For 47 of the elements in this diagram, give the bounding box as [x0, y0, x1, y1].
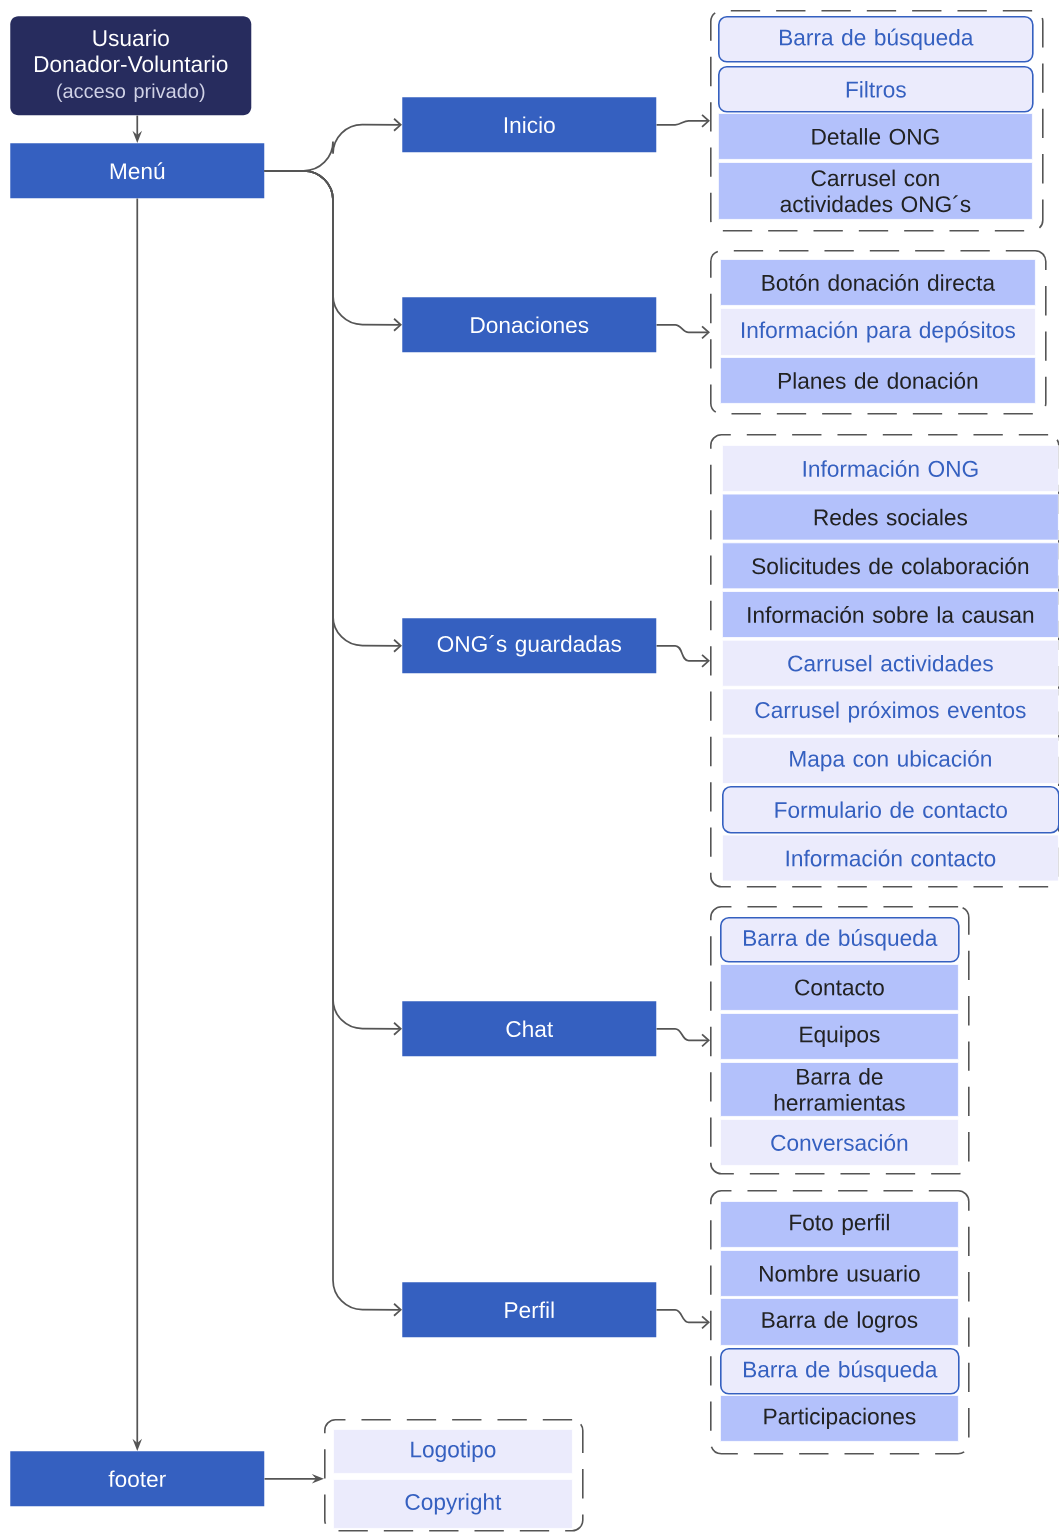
dashed-group-frame [710, 250, 1047, 415]
arrow [655, 1308, 710, 1330]
item-box: Información contacto [722, 834, 1059, 882]
section-box: Inicio [402, 97, 657, 153]
outlined-item-box: Barra de búsqueda [720, 1348, 960, 1395]
item-box: Participaciones [720, 1395, 959, 1442]
dashed-group-frame [710, 906, 970, 1175]
section-box: Chat [402, 1001, 657, 1057]
outlined-item-box: Formulario de contacto [722, 785, 1059, 834]
item-box: Conversación [720, 1119, 959, 1166]
item-box: Copyright [333, 1479, 573, 1529]
outlined-item-box: Barra de búsqueda [720, 917, 960, 963]
item-box: Carrusel con actividades ONG´s [718, 162, 1033, 220]
arrow [655, 1027, 710, 1048]
dashed-group-frame [324, 1419, 584, 1532]
arrow [655, 323, 710, 340]
item-box: Detalle ONG [718, 113, 1033, 160]
item-box: Información para depósitos [720, 308, 1036, 356]
item-box: Contacto [720, 964, 959, 1011]
outlined-item-box: Filtros [718, 66, 1034, 113]
item-box: Carrusel actividades [722, 639, 1059, 687]
arrow [655, 644, 710, 668]
item-box: Información ONG [722, 445, 1059, 492]
item-box: Información sobre la causan [722, 591, 1059, 638]
item-box: Botón donación directa [720, 259, 1036, 306]
item-box: Barra de herramientas [720, 1062, 959, 1117]
outlined-item-box: Barra de búsqueda [718, 16, 1034, 63]
item-box: Mapa con ubicación [722, 737, 1059, 784]
section-box: Donaciones [402, 297, 657, 353]
item-box: Carrusel próximos eventos [722, 688, 1059, 736]
item-box: Planes de donación [720, 357, 1036, 404]
item-box: Solicitudes de colaboración [722, 542, 1059, 590]
dashed-group-frame [710, 10, 1044, 232]
item-box: Foto perfil [720, 1201, 959, 1248]
section-box: ONG´s guardadas [402, 618, 657, 674]
section-box: footer [10, 1451, 265, 1507]
user-box: Usuario Donador-Voluntario (acceso privado) [10, 16, 252, 116]
arrow [263, 169, 402, 1317]
item-box: Barra de logros [720, 1298, 959, 1346]
dashed-group-frame [710, 1190, 970, 1455]
item-box: Redes sociales [722, 493, 1059, 541]
section-box: Perfil [402, 1282, 657, 1338]
item-box: Nombre usuario [720, 1250, 959, 1297]
section-box: Menú [10, 143, 265, 199]
item-box: Equipos [720, 1013, 959, 1060]
arrow [655, 113, 710, 128]
item-box: Logotipo [333, 1429, 573, 1474]
